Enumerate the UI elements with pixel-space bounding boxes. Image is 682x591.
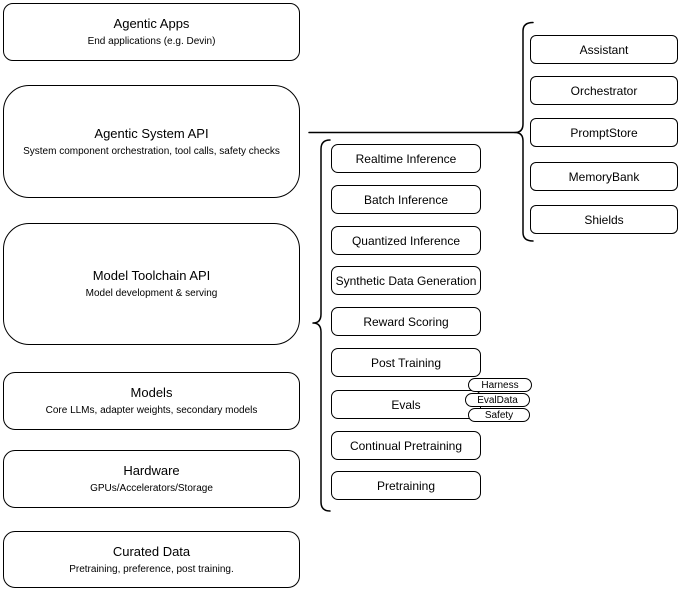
node-agentic-apps: Agentic Apps End applications (e.g. Devi… [3,3,300,61]
node-label: Batch Inference [363,192,449,207]
pill-label: Safety [484,409,514,421]
node-reward-scoring: Reward Scoring [331,307,481,336]
brace-toolchain-group [312,139,331,512]
node-promptstore: PromptStore [530,118,678,147]
node-assistant: Assistant [530,35,678,64]
node-evals: Evals [331,390,481,419]
node-agentic-system-api: Agentic System API System component orch… [3,85,300,198]
node-label: MemoryBank [568,169,640,184]
node-label: Quantized Inference [351,233,461,248]
node-models: Models Core LLMs, adapter weights, secon… [3,372,300,430]
pill-evaldata: EvalData [465,393,530,407]
node-quantized-inference: Quantized Inference [331,226,481,255]
node-shields: Shields [530,205,678,234]
node-realtime-inference: Realtime Inference [331,144,481,173]
node-model-toolchain-api: Model Toolchain API Model development & … [3,223,300,345]
node-memorybank: MemoryBank [530,162,678,191]
node-subtitle: GPUs/Accelerators/Storage [90,483,213,494]
node-subtitle: System component orchestration, tool cal… [23,145,280,157]
pill-label: EvalData [477,394,518,406]
node-label: Continual Pretraining [349,438,463,453]
node-label: Evals [391,397,421,412]
node-label: Shields [584,212,624,227]
node-curated-data: Curated Data Pretraining, preference, po… [3,531,300,588]
pill-label: Harness [481,379,519,391]
node-hardware: Hardware GPUs/Accelerators/Storage [3,450,300,508]
node-title: Hardware [123,463,180,478]
node-label: Reward Scoring [363,314,449,329]
node-subtitle: Model development & serving [85,288,218,299]
node-orchestrator: Orchestrator [530,76,678,105]
node-label: Assistant [579,42,629,57]
node-pretraining: Pretraining [331,471,481,500]
node-subtitle: Core LLMs, adapter weights, secondary mo… [45,405,258,416]
node-label: Realtime Inference [355,151,457,166]
node-batch-inference: Batch Inference [331,185,481,214]
node-label: PromptStore [570,125,638,140]
node-title: Agentic System API [94,125,209,141]
node-subtitle: Pretraining, preference, post training. [69,563,234,575]
node-post-training: Post Training [331,348,481,377]
pill-harness: Harness [468,378,532,392]
node-title: Agentic Apps [113,16,190,31]
node-title: Model Toolchain API [92,268,211,283]
node-subtitle: End applications (e.g. Devin) [87,36,216,47]
node-title: Models [130,385,173,400]
node-continual-pretraining: Continual Pretraining [331,431,481,460]
pill-safety: Safety [468,408,530,422]
node-label: Synthetic Data Generation [335,273,477,288]
node-synthetic-data-generation: Synthetic Data Generation [331,266,481,295]
node-title: Curated Data [112,543,191,559]
node-label: Post Training [370,355,442,370]
node-label: Pretraining [376,478,436,493]
node-label: Orchestrator [570,83,638,98]
